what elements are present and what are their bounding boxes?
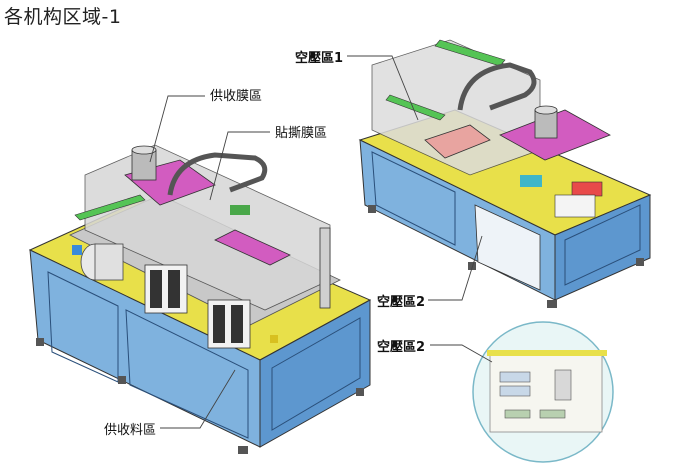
label-attach-peel-film: 貼撕膜區 <box>275 126 328 141</box>
label-air-area-2-detail: 空壓區2 <box>377 340 426 355</box>
label-supply-film: 供收膜區 <box>210 89 263 104</box>
page-title: 各机构区域-1 <box>4 6 122 28</box>
right-machine <box>358 39 652 308</box>
leader-lines <box>149 55 493 429</box>
label-air-area-1: 空壓區1 <box>295 51 344 66</box>
left-machine <box>28 144 372 454</box>
label-air-area-2: 空壓區2 <box>377 295 426 310</box>
air-area-2-detail-view <box>472 321 614 463</box>
label-supply-material: 供收料區 <box>104 423 157 438</box>
